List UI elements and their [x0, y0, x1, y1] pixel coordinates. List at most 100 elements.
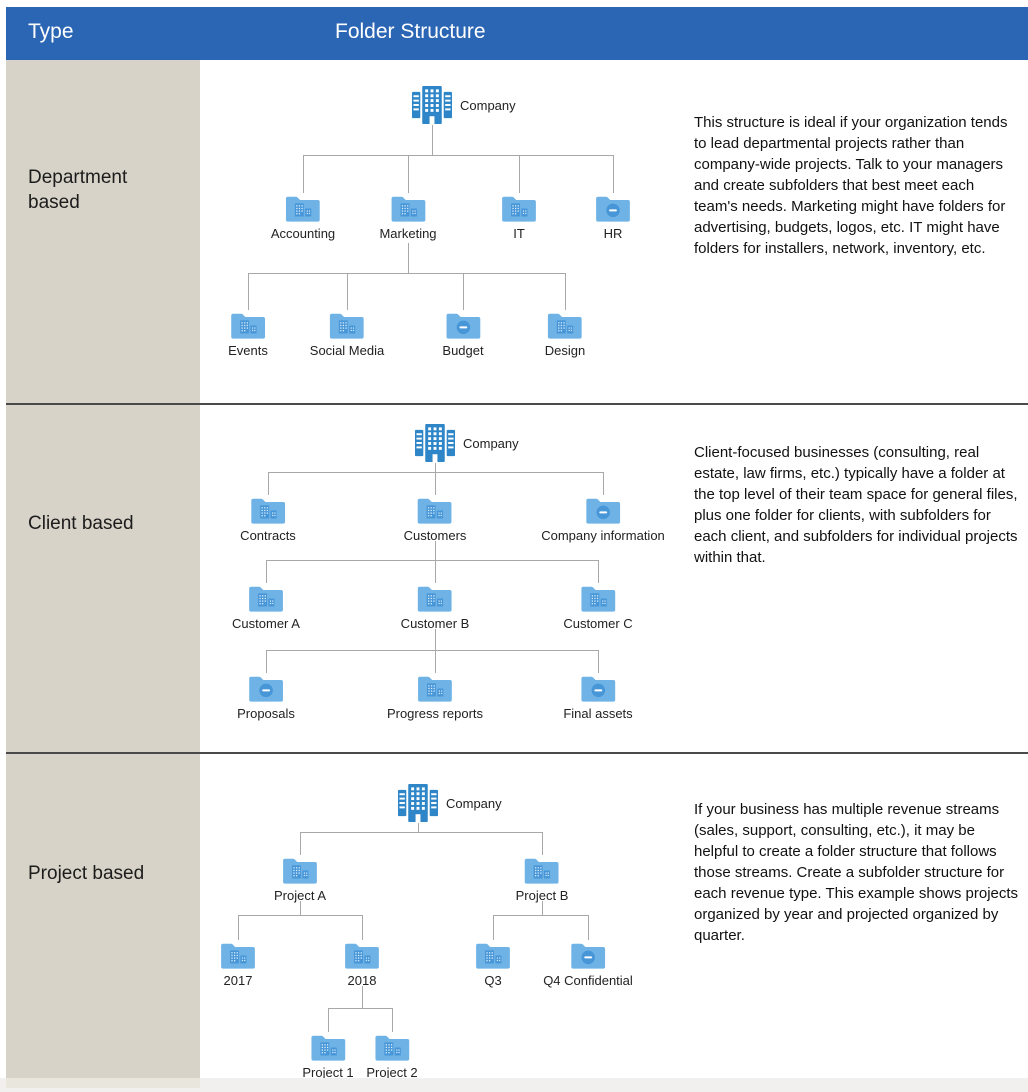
folder-minus-icon	[594, 193, 632, 223]
connector-line	[362, 986, 363, 1008]
tree-node: Proposals	[237, 673, 295, 721]
tree-node: Customer C	[563, 583, 633, 631]
tree-node: Progress reports	[387, 673, 483, 721]
folder-building-icon	[579, 583, 617, 613]
folder-building-icon	[284, 193, 322, 223]
company-building-icon	[412, 423, 458, 463]
connector-line	[493, 915, 494, 940]
connector-line	[435, 629, 436, 650]
folder-minus-icon	[579, 673, 617, 703]
connector-line	[248, 273, 565, 274]
folder-building-icon	[389, 193, 427, 223]
description-department-based: This structure is ideal if your organiza…	[694, 114, 1008, 257]
tree-node: IT	[500, 193, 538, 241]
tree-node: Design	[545, 310, 585, 358]
connector-line	[435, 650, 436, 673]
folder-building-icon	[523, 855, 561, 885]
folder-building-icon	[343, 940, 381, 970]
tree-node: Budget	[442, 310, 484, 358]
connector-line	[588, 915, 589, 940]
tree-node: Accounting	[271, 193, 335, 241]
connector-line	[598, 650, 599, 673]
connector-line	[266, 560, 267, 583]
tree-node: Q4 Confidential	[543, 940, 633, 988]
tree-node-company: Company	[409, 85, 516, 125]
table-bottom-edge-left	[6, 1078, 200, 1088]
folder-building-icon	[309, 1032, 347, 1062]
connector-line	[392, 1008, 393, 1032]
row-label-client-based: Client based	[28, 513, 134, 534]
tree-node: Customer A	[232, 583, 300, 631]
connector-line	[542, 901, 543, 915]
folder-minus-icon	[444, 310, 482, 340]
tree-node-company: Company	[395, 783, 502, 823]
folder-building-icon	[281, 855, 319, 885]
connector-line	[300, 832, 301, 855]
connector-line	[266, 650, 267, 673]
tree-node: Project 1	[302, 1032, 354, 1080]
tree-node: 2017	[219, 940, 257, 988]
connector-line	[603, 472, 604, 495]
row-label-department-based: Department based	[28, 167, 128, 213]
connector-line	[519, 155, 520, 193]
tree-node: 2018	[343, 940, 381, 988]
connector-line	[408, 155, 409, 193]
connector-line	[303, 155, 613, 156]
type-column-background	[6, 60, 200, 1078]
folder-building-icon	[328, 310, 366, 340]
tree-node: Social Media	[310, 310, 384, 358]
connector-line	[435, 560, 436, 583]
connector-line	[238, 915, 362, 916]
column-header-folder-structure: Folder Structure	[335, 20, 486, 43]
tree-node: Final assets	[563, 673, 633, 721]
connector-line	[266, 560, 598, 561]
connector-line	[328, 1008, 329, 1032]
connector-line	[328, 1008, 392, 1009]
tree-node: Customers	[404, 495, 466, 543]
tree-node: Contracts	[240, 495, 296, 543]
company-building-icon	[409, 85, 455, 125]
row-divider	[6, 752, 1028, 754]
row-label-project-based: Project based	[28, 863, 145, 884]
connector-line	[493, 915, 588, 916]
column-header-type: Type	[28, 20, 74, 43]
table-header	[6, 7, 1028, 60]
connector-line	[598, 560, 599, 583]
tree-node: Project A	[274, 855, 326, 903]
tree-node-company: Company	[412, 423, 519, 463]
folder-building-icon	[229, 310, 267, 340]
company-building-icon	[395, 783, 441, 823]
description-client-based: Client-focused businesses (consulting, r…	[694, 444, 1018, 566]
folder-minus-icon	[584, 495, 622, 525]
connector-line	[435, 541, 436, 560]
connector-line	[542, 832, 543, 855]
connector-line	[435, 463, 436, 472]
connector-line	[347, 273, 348, 310]
table-bottom-edge	[0, 1078, 1028, 1092]
row-divider	[6, 403, 1028, 405]
tree-node: Project B	[516, 855, 568, 903]
connector-line	[266, 650, 598, 651]
folder-minus-icon	[569, 940, 607, 970]
folder-building-icon	[416, 583, 454, 613]
description-project-based: If your business has multiple revenue st…	[694, 801, 1019, 944]
tree-node: Marketing	[379, 193, 437, 241]
connector-line	[613, 155, 614, 193]
connector-line	[300, 901, 301, 915]
tree-node: Customer B	[401, 583, 469, 631]
connector-line	[408, 243, 409, 273]
folder-building-icon	[416, 495, 454, 525]
connector-line	[418, 823, 419, 832]
tree-node: Events	[228, 310, 268, 358]
folder-building-icon	[416, 673, 454, 703]
folder-building-icon	[249, 495, 287, 525]
connector-line	[248, 273, 249, 310]
connector-line	[362, 915, 363, 940]
connector-line	[300, 832, 542, 833]
folder-building-icon	[247, 583, 285, 613]
tree-node: Project 2	[366, 1032, 418, 1080]
tree-node: HR	[594, 193, 632, 241]
connector-line	[238, 915, 239, 940]
folder-building-icon	[219, 940, 257, 970]
